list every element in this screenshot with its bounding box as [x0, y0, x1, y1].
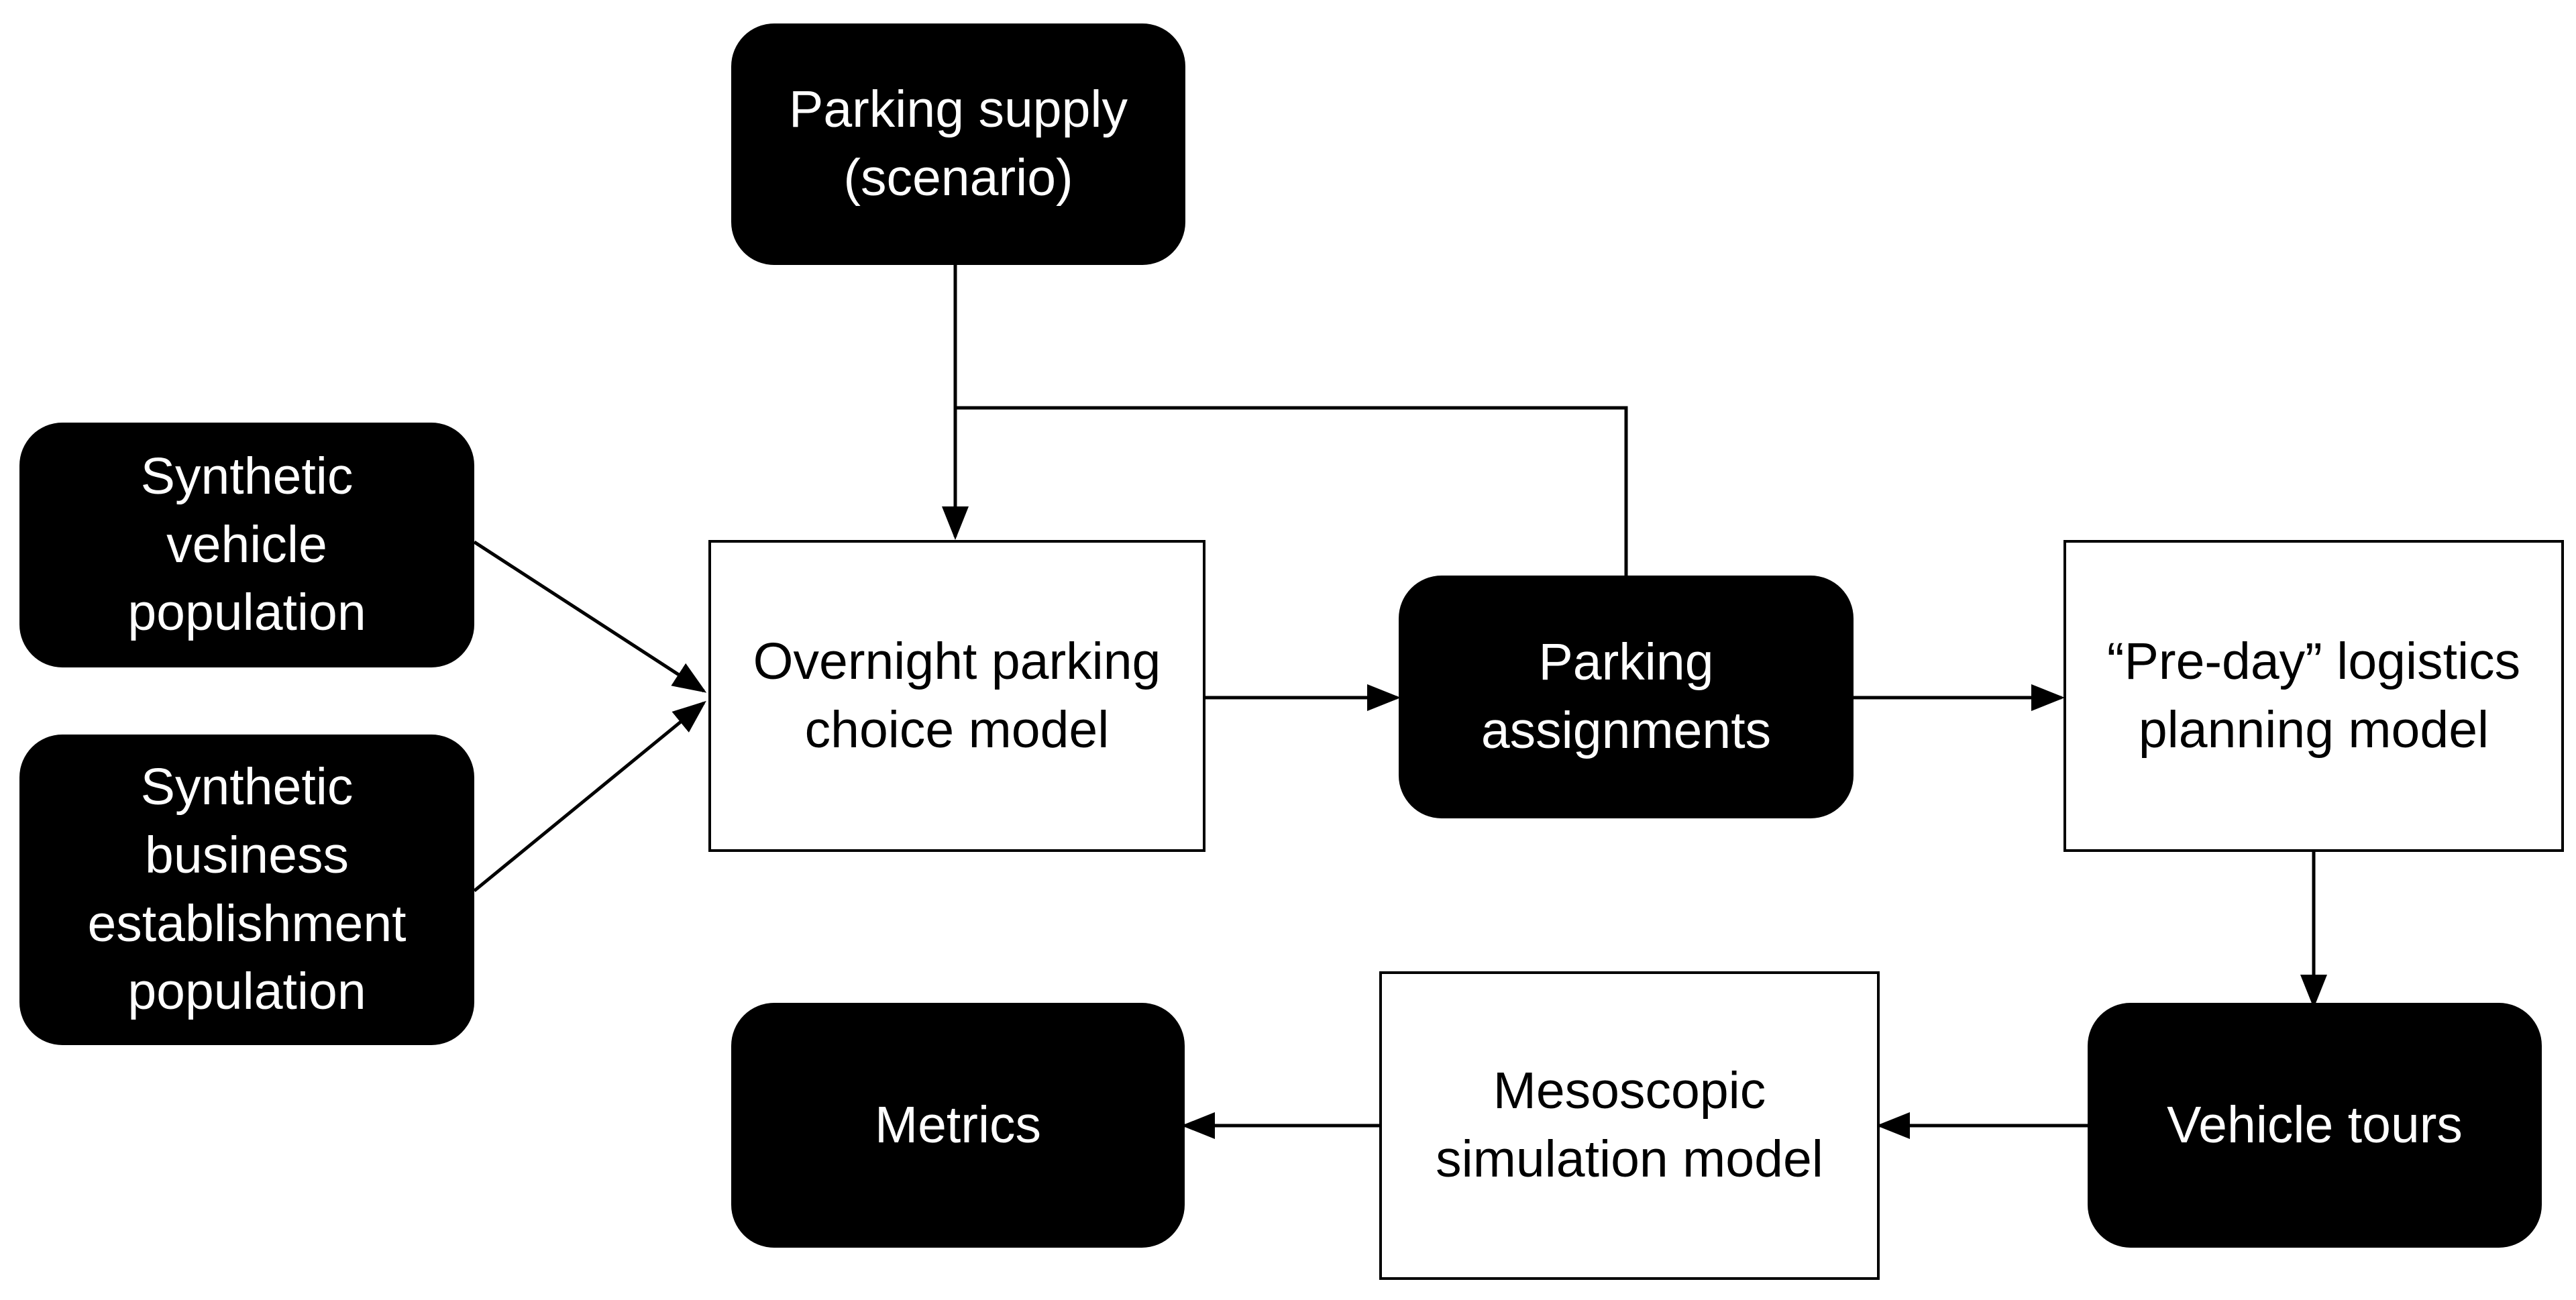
node-vehicle-tours: Vehicle tours	[2088, 1003, 2542, 1248]
node-overnight-parking-choice-model: Overnight parking choice model	[708, 540, 1205, 852]
node-parking-assignments-label: Parking assignments	[1481, 633, 1772, 759]
node-vehicle-tours-label: Vehicle tours	[2167, 1095, 2463, 1154]
node-synthetic-vehicle-population: Synthetic vehicle population	[19, 423, 474, 667]
edge-parking-assignments-to-overnight-parking	[955, 406, 1628, 576]
node-parking-assignments: Parking assignments	[1399, 576, 1854, 818]
edge-synthetic-vehicle-to-overnight-parking	[473, 540, 707, 693]
node-mesoscopic-simulation-model-label: Mesoscopic simulation model	[1436, 1062, 1823, 1188]
node-synthetic-business-population-label: Synthetic business establishment populat…	[87, 758, 407, 1021]
node-synthetic-vehicle-population-label: Synthetic vehicle population	[127, 447, 366, 642]
edge-synthetic-business-to-overnight-parking	[473, 700, 706, 892]
node-parking-supply: Parking supply (scenario)	[731, 23, 1185, 265]
node-parking-supply-label: Parking supply (scenario)	[788, 80, 1128, 207]
node-metrics-label: Metrics	[874, 1095, 1042, 1154]
node-preday-logistics-planning-model: “Pre-day” logistics planning model	[2063, 540, 2564, 852]
node-metrics: Metrics	[731, 1003, 1185, 1248]
node-mesoscopic-simulation-model: Mesoscopic simulation model	[1379, 971, 1880, 1280]
node-synthetic-business-population: Synthetic business establishment populat…	[19, 735, 474, 1045]
node-preday-logistics-planning-model-label: “Pre-day” logistics planning model	[2106, 632, 2521, 759]
node-overnight-parking-choice-model-label: Overnight parking choice model	[753, 632, 1161, 759]
